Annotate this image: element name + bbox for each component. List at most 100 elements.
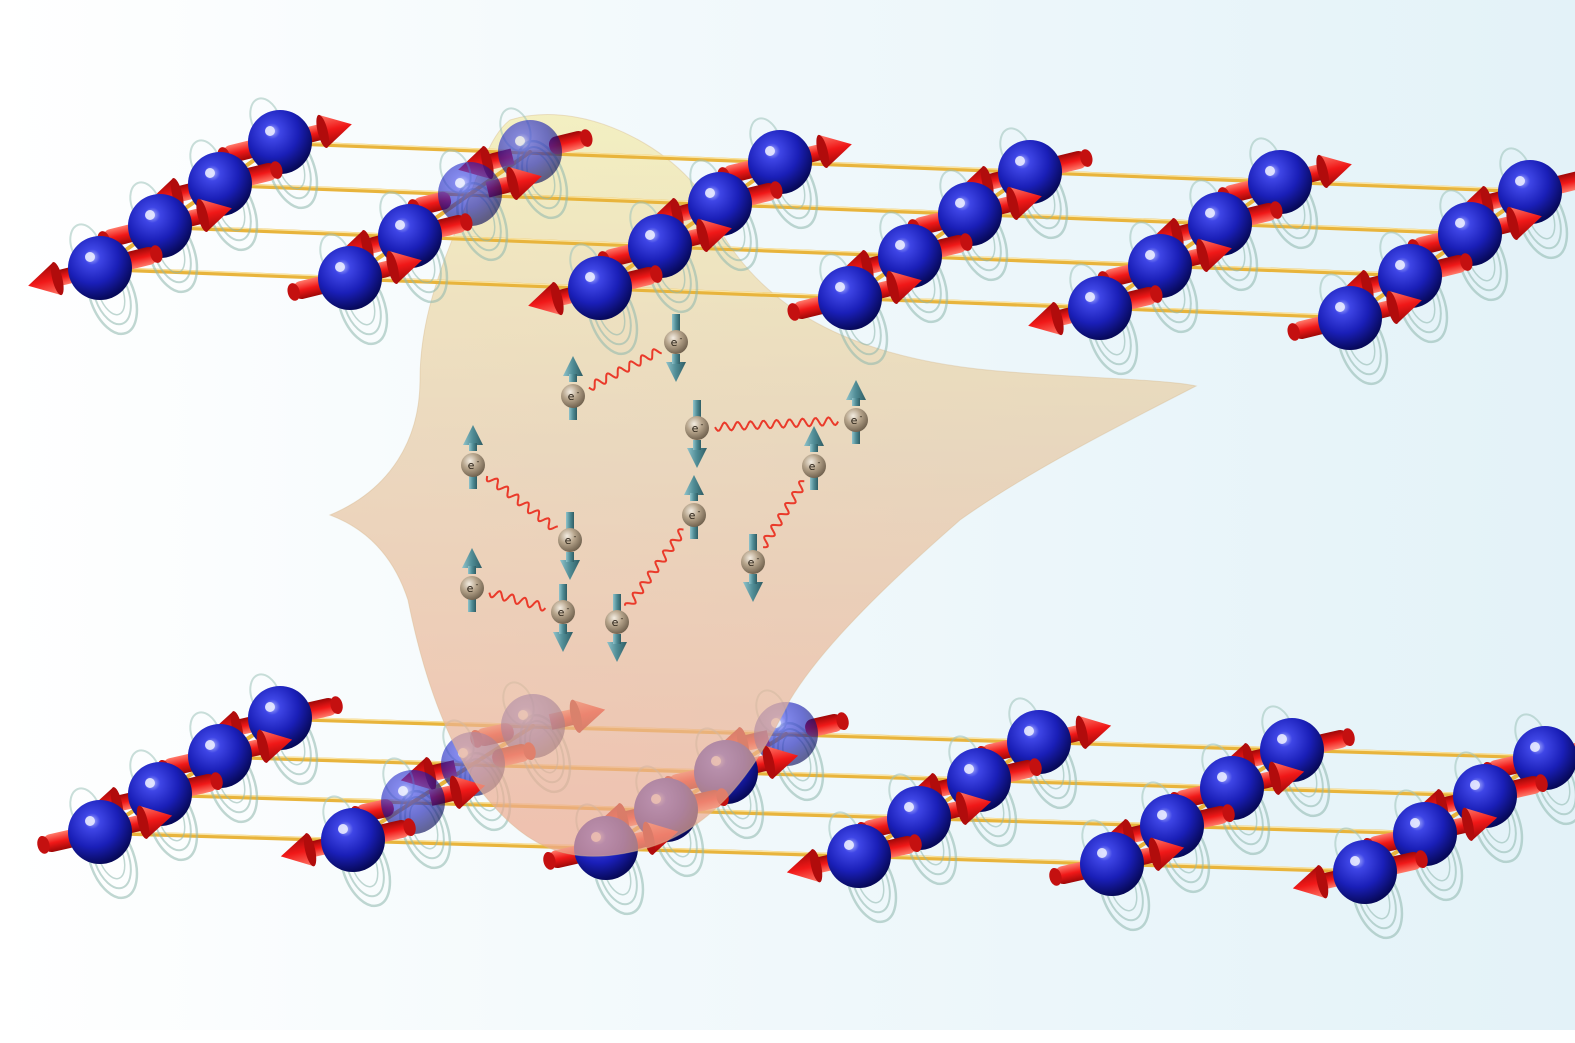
electron-charge-label: -: [698, 507, 701, 516]
spin-down-arrow-icon: [607, 594, 627, 662]
atom-sphere-icon: [1378, 244, 1442, 308]
electron-charge-label: -: [757, 554, 760, 563]
wavy-line-icon: [588, 348, 663, 391]
electron: e-: [605, 594, 629, 662]
electron-charge-label: -: [680, 334, 683, 343]
atom-sphere-icon: [1068, 276, 1132, 340]
atom-sphere-icon: [321, 808, 385, 872]
atom-sphere-icon: [1248, 150, 1312, 214]
electron: e-: [685, 400, 709, 468]
atom-sphere-icon: [887, 786, 951, 850]
electron-charge-label: -: [574, 532, 577, 541]
wavy-line-icon: [714, 416, 839, 432]
atom-sphere-icon: [378, 204, 442, 268]
spin-arrow-icon: [280, 818, 416, 867]
electron-charge-label: -: [818, 458, 821, 467]
electron: e-: [844, 380, 868, 444]
wavy-line-icon: [763, 480, 805, 549]
atom-sphere-icon: [1318, 286, 1382, 350]
atom-sphere-icon: [1498, 160, 1562, 224]
wavy-line-icon: [488, 590, 547, 612]
electron-sphere-icon: [605, 610, 629, 634]
spin-down-arrow-icon: [687, 400, 707, 468]
atom-sphere-icon: [688, 172, 752, 236]
electron-sphere-icon: [461, 453, 485, 477]
atom-sphere-icon: [498, 120, 562, 184]
atom-sphere-icon: [1128, 234, 1192, 298]
electron: e-: [551, 584, 575, 652]
electron: e-: [802, 426, 826, 490]
atom-sphere-icon: [748, 130, 812, 194]
spin-down-arrow-icon: [553, 584, 573, 652]
electron-label: e: [467, 582, 474, 595]
electron: e-: [460, 548, 484, 612]
electron: e-: [682, 475, 706, 539]
wavy-line-icon: [623, 528, 684, 606]
atom-sphere-icon: [628, 214, 692, 278]
upper-lattice: [28, 97, 1575, 386]
electron-charge-label: -: [701, 420, 704, 429]
spin-down-arrow-icon: [743, 534, 763, 602]
atom-sphere-icon: [1200, 756, 1264, 820]
atom-sphere-icon: [1333, 840, 1397, 904]
electron-label: e: [809, 460, 816, 473]
electron-label: e: [612, 616, 619, 629]
electron-charge-label: -: [476, 580, 479, 589]
electron-label: e: [468, 459, 475, 472]
electron-label: e: [851, 414, 858, 427]
atom-sphere-icon: [318, 246, 382, 310]
atom-sphere-icon: [438, 162, 502, 226]
atom-sphere-icon: [998, 140, 1062, 204]
atom-sphere-icon: [878, 224, 942, 288]
electron: e-: [461, 425, 485, 489]
atom-sphere-icon: [188, 152, 252, 216]
electron-sphere-icon: [802, 454, 826, 478]
atom-sphere-icon: [1080, 832, 1144, 896]
atom-sphere-icon: [188, 724, 252, 788]
electron-label: e: [692, 422, 699, 435]
electron-sphere-icon: [561, 384, 585, 408]
electron: e-: [664, 314, 688, 382]
spin-down-arrow-icon: [560, 512, 580, 580]
electron-sphere-icon: [844, 408, 868, 432]
electron: e-: [561, 356, 585, 420]
atom-sphere-icon: [1438, 202, 1502, 266]
atom-sphere-icon: [827, 824, 891, 888]
atom-sphere-icon: [248, 110, 312, 174]
electron-charge-label: -: [567, 604, 570, 613]
atom-sphere-icon: [128, 194, 192, 258]
electron-charge-label: -: [577, 388, 580, 397]
atom-sphere-icon: [568, 256, 632, 320]
electron-label: e: [748, 556, 755, 569]
atom-sphere-icon: [1007, 710, 1071, 774]
electron-sphere-icon: [664, 330, 688, 354]
atom-sphere-icon: [381, 770, 445, 834]
electron-sphere-icon: [460, 576, 484, 600]
atom-sphere-icon: [1513, 726, 1575, 790]
electron-charge-label: -: [621, 614, 624, 623]
atom-sphere-icon: [68, 236, 132, 300]
background-bottom-band: [0, 1030, 1575, 1043]
electron-sphere-icon: [741, 550, 765, 574]
electron-sphere-icon: [685, 416, 709, 440]
electron: e-: [558, 512, 582, 580]
electron-sphere-icon: [682, 503, 706, 527]
atom-sphere-icon: [818, 266, 882, 330]
electron-charge-label: -: [860, 412, 863, 421]
atom-sphere-icon: [1393, 802, 1457, 866]
atom-sphere-icon: [938, 182, 1002, 246]
wavy-line-icon: [485, 475, 559, 531]
electron-sphere-icon: [558, 528, 582, 552]
electron: e-: [741, 534, 765, 602]
spin-down-arrow-icon: [666, 314, 686, 382]
electron-label: e: [565, 534, 572, 547]
electron-label: e: [671, 336, 678, 349]
electron-sphere-icon: [551, 600, 575, 624]
atom-sphere-icon: [1188, 192, 1252, 256]
electron-label: e: [689, 509, 696, 522]
atom-sphere-icon: [68, 800, 132, 864]
electron-charge-label: -: [477, 457, 480, 466]
electron-pairs: e-e-e-e-e-e-e-e-e-e-e-e-: [460, 314, 868, 662]
